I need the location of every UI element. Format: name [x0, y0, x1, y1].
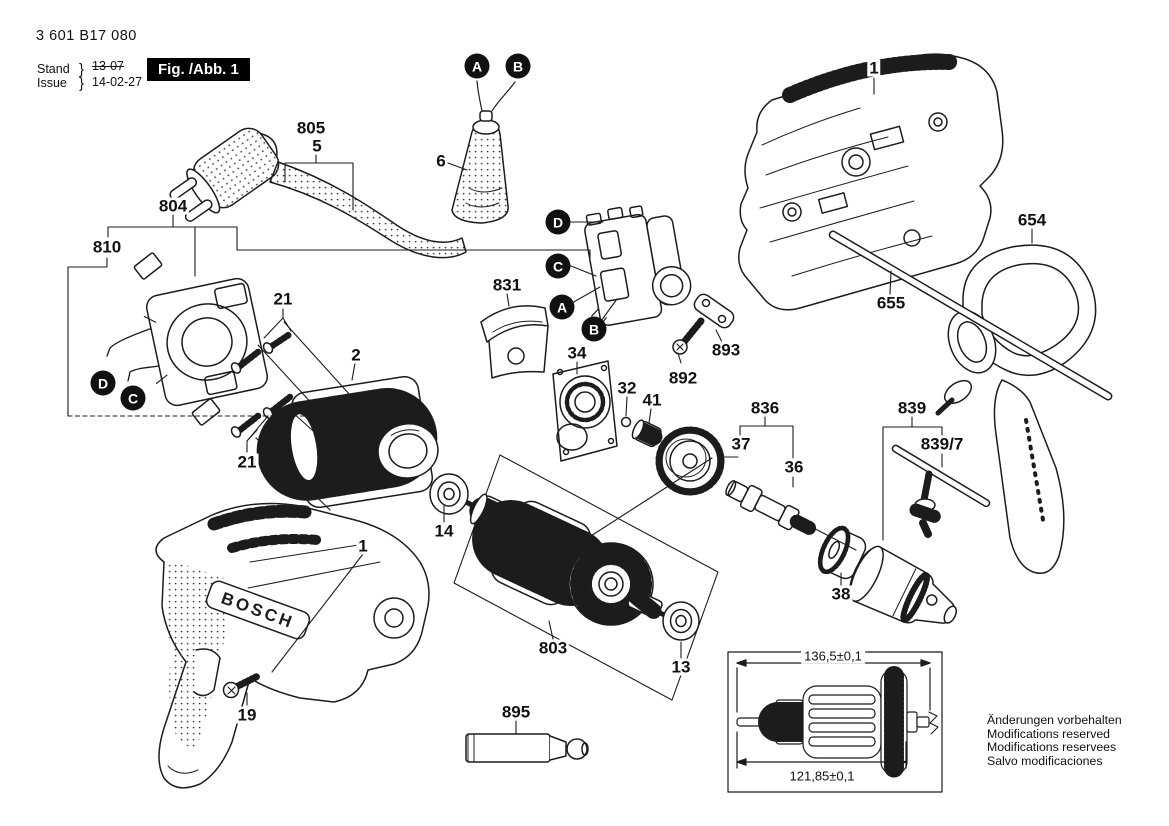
grease-tube-drawing — [465, 733, 589, 763]
cable-clamp-drawing — [693, 293, 735, 329]
callout-655: 655 — [874, 293, 908, 313]
callout-836: 836 — [748, 398, 782, 418]
callout-2: 2 — [349, 345, 363, 365]
clamp-screw-drawing — [672, 317, 705, 355]
brace-top: } — [79, 61, 85, 78]
callout-5: 5 — [310, 136, 324, 156]
brace-bottom: } — [79, 75, 85, 92]
switch-badge-c: C — [545, 253, 571, 279]
wire-badge-a: A — [464, 53, 490, 79]
callout-839: 839 — [895, 398, 929, 418]
cord-grip-drawing — [451, 80, 516, 224]
gear-37-drawing — [655, 426, 725, 496]
stator-drawing — [256, 375, 440, 509]
bearing-14-drawing — [429, 473, 469, 515]
document-part-number: 3 601 B17 080 — [36, 28, 137, 44]
callout-14: 14 — [432, 521, 456, 541]
power-plug-drawing — [169, 127, 467, 259]
callout-6: 6 — [434, 151, 448, 171]
callout-1-bottom: 1 — [356, 536, 370, 556]
chuck-key-drawing — [891, 444, 991, 538]
callout-19: 19 — [235, 705, 259, 725]
figure-label: Fig. /Abb. 1 — [147, 58, 250, 81]
stator-screws-drawing — [230, 330, 294, 438]
sleeve-41-drawing — [631, 419, 663, 448]
callout-13: 13 — [669, 657, 693, 677]
notice-line-es: Salvo modificaciones — [987, 753, 1103, 768]
dimension-secondary-length: 121,85±0,1 — [786, 768, 858, 784]
callout-893: 893 — [709, 340, 743, 360]
callout-654: 654 — [1015, 210, 1049, 230]
brush-badge-d: D — [90, 370, 116, 396]
callout-892: 892 — [666, 368, 700, 388]
switch-badge-b: B — [581, 316, 607, 342]
chuck-drawing — [849, 545, 957, 624]
bearing-13-drawing — [662, 601, 700, 641]
armature-drawing — [453, 454, 719, 701]
callout-36: 36 — [782, 457, 806, 477]
callout-21-lower: 21 — [235, 452, 259, 472]
callout-831: 831 — [490, 275, 524, 295]
motor-housing-half-drawing — [738, 53, 1004, 311]
fan-drawing — [568, 542, 654, 626]
armature-dimension-drawing — [727, 651, 943, 793]
callout-21-upper: 21 — [271, 289, 295, 309]
callout-804: 804 — [156, 196, 190, 216]
leader-lines — [67, 77, 1033, 735]
callout-895: 895 — [499, 702, 533, 722]
modifications-notice: Änderungen vorbehalten Modifications res… — [987, 713, 1122, 768]
brush-badge-c: C — [120, 385, 146, 411]
notice-line-de: Änderungen vorbehalten — [987, 713, 1122, 727]
reversing-cover-drawing — [480, 305, 549, 379]
callout-34: 34 — [565, 343, 589, 363]
auxiliary-handle-drawing — [935, 244, 1097, 574]
notice-line-fr: Modifications reservees — [987, 740, 1117, 755]
callout-32: 32 — [615, 378, 639, 398]
callout-803: 803 — [536, 638, 570, 658]
wire-badge-b: B — [505, 53, 531, 79]
issue-label: Issue — [37, 76, 67, 90]
ball-32-drawing — [620, 416, 632, 428]
notice-line-en: Modifications reserved — [987, 726, 1111, 741]
dimension-overall-length: 136,5±0,1 — [801, 648, 865, 664]
switch-drawing — [584, 205, 692, 328]
callout-41: 41 — [640, 390, 664, 410]
callout-38: 38 — [829, 584, 853, 604]
callout-810: 810 — [90, 237, 124, 257]
bearing-plate-drawing — [552, 360, 618, 462]
superseded-date: 13-07 — [92, 59, 124, 73]
callout-37: 37 — [729, 434, 753, 454]
stand-label: Stand — [37, 62, 70, 76]
issue-date: 14-02-27 — [92, 75, 143, 89]
housing-screw-drawing — [222, 672, 262, 699]
switch-badge-d: D — [545, 209, 571, 235]
callout-1-top: 1 — [867, 58, 881, 78]
depth-rod-drawing — [828, 230, 1113, 401]
switch-badge-a: A — [549, 294, 575, 320]
callout-839-7: 839/7 — [918, 434, 966, 454]
spindle-drawing — [725, 479, 818, 536]
callout-805: 805 — [294, 118, 328, 138]
